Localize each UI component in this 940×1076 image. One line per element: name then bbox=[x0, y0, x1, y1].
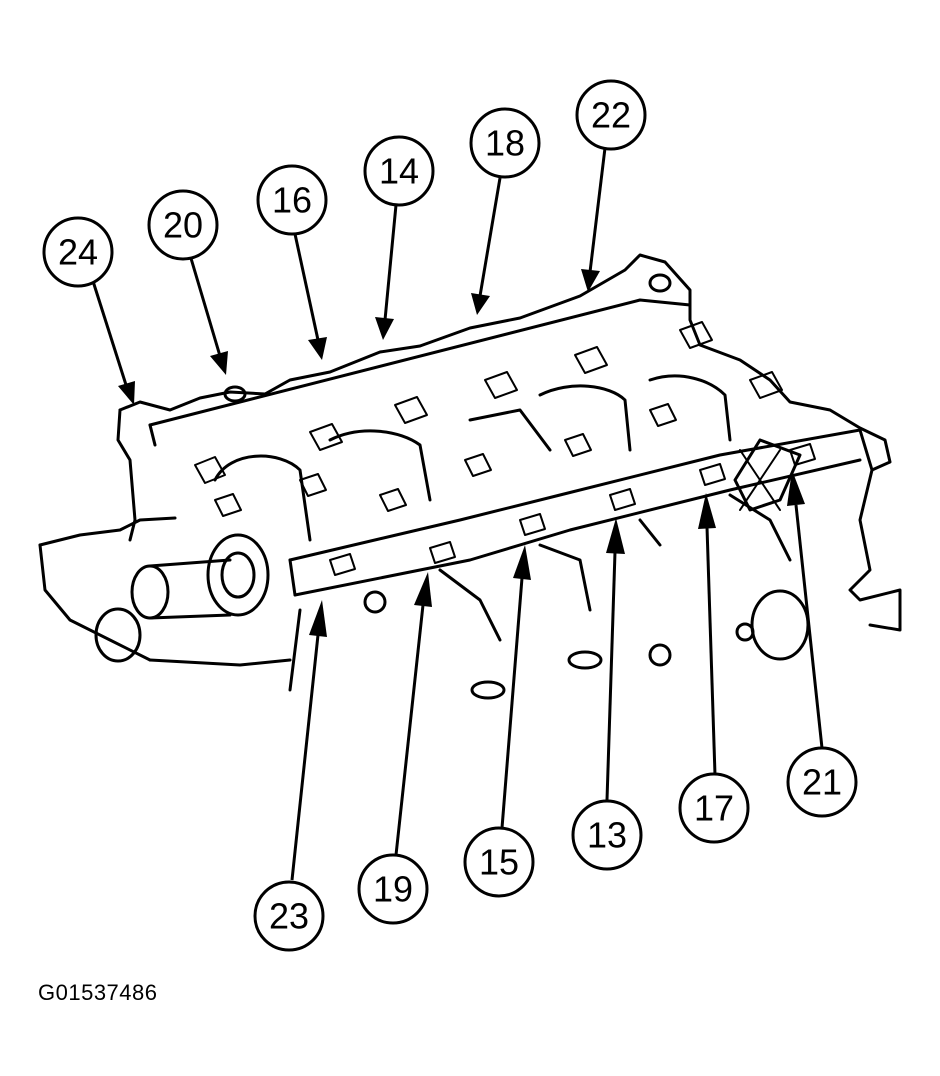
leader-24 bbox=[90, 277, 129, 389]
callout-13: 13 bbox=[571, 799, 643, 871]
leader-14 bbox=[383, 204, 398, 321]
leader-lines bbox=[90, 147, 824, 881]
leader-18 bbox=[478, 177, 502, 297]
callout-15-label: 15 bbox=[479, 842, 519, 883]
callout-18-label: 18 bbox=[485, 123, 525, 164]
callout-20: 20 bbox=[147, 189, 219, 261]
leader-15 bbox=[500, 577, 524, 829]
callout-18: 18 bbox=[469, 107, 541, 179]
callout-23-label: 23 bbox=[269, 896, 309, 937]
callout-15: 15 bbox=[463, 826, 535, 898]
leader-20 bbox=[188, 254, 222, 357]
callout-14: 14 bbox=[363, 135, 435, 207]
callout-19: 19 bbox=[357, 853, 429, 925]
leader-21 bbox=[794, 504, 824, 749]
callout-23: 23 bbox=[253, 880, 325, 952]
callout-24: 24 bbox=[42, 216, 114, 288]
callout-22-label: 22 bbox=[591, 95, 631, 136]
callout-24-label: 24 bbox=[58, 232, 98, 273]
callout-17: 17 bbox=[678, 772, 750, 844]
callout-16: 16 bbox=[256, 164, 328, 236]
callout-19-label: 19 bbox=[373, 869, 413, 910]
callout-22: 22 bbox=[575, 79, 647, 151]
callout-21: 21 bbox=[786, 746, 858, 818]
callout-13-label: 13 bbox=[587, 815, 627, 856]
leader-13 bbox=[605, 551, 617, 801]
leader-19 bbox=[394, 604, 425, 856]
figure-id: G01537486 bbox=[38, 980, 158, 1005]
callout-14-label: 14 bbox=[379, 151, 419, 192]
leader-17 bbox=[705, 526, 717, 776]
leader-22 bbox=[588, 147, 607, 273]
callout-17-label: 17 bbox=[694, 788, 734, 829]
engine-block-illustration bbox=[38, 253, 902, 700]
callout-20-label: 20 bbox=[163, 205, 203, 246]
callout-16-label: 16 bbox=[272, 180, 312, 221]
callouts: 24 20 16 14 18 22 23 19 bbox=[42, 79, 858, 952]
leader-23 bbox=[290, 634, 320, 881]
callout-21-label: 21 bbox=[802, 762, 842, 803]
leader-16 bbox=[293, 233, 320, 341]
